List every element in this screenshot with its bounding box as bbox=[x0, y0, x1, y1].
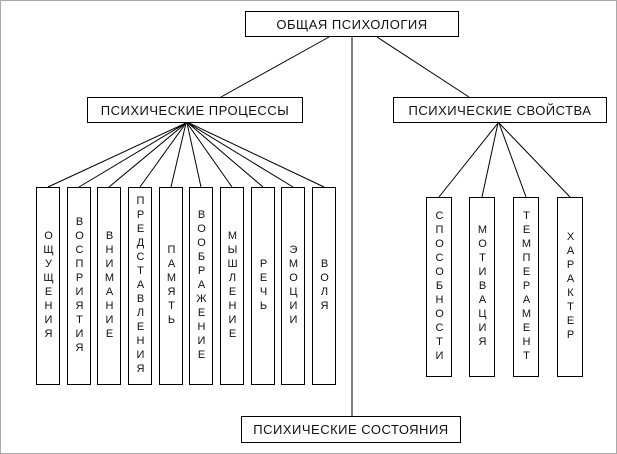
node-emotions-label: ЭМОЦИИ bbox=[287, 244, 300, 328]
node-representations-label: ПРЕДСТАВЛЕНИЯ bbox=[134, 195, 147, 377]
node-attention: ВНИМАНИЕ bbox=[97, 187, 121, 385]
node-abilities-label: СПОСОБНОСТИ bbox=[433, 210, 446, 364]
node-temperament: ТЕМПЕРАМЕНТ bbox=[513, 197, 539, 377]
node-general-psychology-label: ОБЩАЯ ПСИХОЛОГИЯ bbox=[276, 16, 428, 32]
node-representations: ПРЕДСТАВЛЕНИЯ bbox=[128, 187, 152, 385]
node-general-psychology: ОБЩАЯ ПСИХОЛОГИЯ bbox=[245, 11, 459, 37]
node-memory-label: ПАМЯТЬ bbox=[165, 244, 178, 328]
node-sensations: ОЩУЩЕНИЯ bbox=[36, 187, 60, 385]
node-mental-properties: ПСИХИЧЕСКИЕ СВОЙСТВА bbox=[393, 97, 607, 123]
node-motivation-label: МОТИВАЦИЯ bbox=[476, 224, 489, 350]
node-mental-processes-label: ПСИХИЧЕСКИЕ ПРОЦЕССЫ bbox=[100, 102, 290, 118]
node-imagination: ВООБРАЖЕНИЕ bbox=[189, 187, 213, 385]
node-will: ВОЛЯ bbox=[312, 187, 336, 385]
node-mental-states-label: ПСИХИЧЕСКИЕ СОСТОЯНИЯ bbox=[253, 422, 449, 437]
node-memory: ПАМЯТЬ bbox=[159, 187, 183, 385]
node-perceptions: ВОСПРИЯТИЯ bbox=[67, 187, 91, 385]
connector-root-processes bbox=[220, 36, 330, 98]
node-mental-properties-label: ПСИХИЧЕСКИЕ СВОЙСТВА bbox=[408, 102, 592, 118]
node-mental-states: ПСИХИЧЕСКИЕ СОСТОЯНИЯ bbox=[241, 416, 461, 443]
node-abilities: СПОСОБНОСТИ bbox=[426, 197, 452, 377]
node-motivation: МОТИВАЦИЯ bbox=[469, 197, 495, 377]
node-emotions: ЭМОЦИИ bbox=[281, 187, 305, 385]
connector-root-properties bbox=[376, 36, 470, 98]
node-sensations-label: ОЩУЩЕНИЯ bbox=[42, 230, 55, 342]
node-speech: РЕЧЬ bbox=[251, 187, 275, 385]
node-imagination-label: ВООБРАЖЕНИЕ bbox=[195, 209, 208, 363]
node-mental-processes: ПСИХИЧЕСКИЕ ПРОЦЕССЫ bbox=[87, 97, 303, 123]
node-thinking: МЫШЛЕНИЕ bbox=[220, 187, 244, 385]
node-will-label: ВОЛЯ bbox=[318, 258, 331, 314]
node-character-label: ХАРАКТЕР bbox=[564, 231, 577, 343]
node-character: ХАРАКТЕР bbox=[557, 197, 583, 377]
node-speech-label: РЕЧЬ bbox=[257, 258, 270, 314]
node-attention-label: ВНИМАНИЕ bbox=[103, 230, 116, 342]
node-temperament-label: ТЕМПЕРАМЕНТ bbox=[520, 210, 533, 364]
node-thinking-label: МЫШЛЕНИЕ bbox=[226, 230, 239, 342]
node-perceptions-label: ВОСПРИЯТИЯ bbox=[73, 216, 86, 356]
